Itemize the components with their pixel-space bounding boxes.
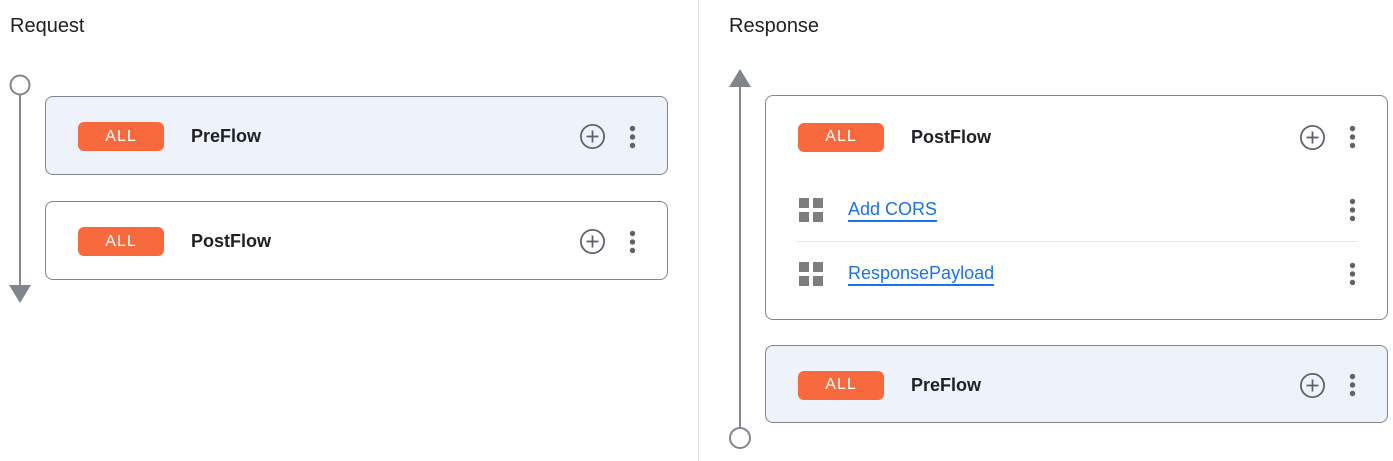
more-vert-icon	[1349, 373, 1355, 397]
response-timeline-arrow-up-icon	[729, 69, 751, 449]
flow-title: PreFlow	[911, 374, 982, 395]
request-preflow-card[interactable]: ALL PreFlow	[45, 96, 668, 175]
policy-row: ResponsePayload	[766, 242, 1387, 305]
add-policy-button[interactable]	[577, 122, 607, 152]
flow-title: PreFlow	[191, 126, 262, 146]
panel-divider	[698, 0, 699, 461]
more-vert-icon	[1349, 262, 1355, 285]
card-menu-button[interactable]	[625, 227, 639, 257]
add-policy-button[interactable]	[1297, 370, 1327, 400]
policy-link-add-cors[interactable]: Add CORS	[848, 199, 938, 219]
more-vert-icon	[1349, 198, 1355, 221]
card-menu-button[interactable]	[1345, 122, 1359, 152]
plus-circle-icon	[579, 123, 605, 150]
card-header: ALL PreFlow	[46, 97, 667, 176]
condition-all-badge: ALL	[798, 122, 884, 152]
card-header: ALL PostFlow	[46, 202, 667, 281]
more-vert-icon	[629, 125, 635, 148]
policy-row-divider	[796, 241, 1357, 242]
add-policy-button[interactable]	[577, 227, 607, 257]
add-policy-button[interactable]	[1297, 122, 1327, 152]
request-postflow-card[interactable]: ALL PostFlow	[45, 201, 668, 280]
card-header: ALL PreFlow	[766, 346, 1387, 424]
plus-circle-icon	[579, 228, 605, 255]
policy-menu-button[interactable]	[1345, 195, 1359, 225]
card-header: ALL PostFlow	[766, 96, 1387, 178]
condition-all-badge: ALL	[798, 370, 884, 400]
response-preflow-card[interactable]: ALL PreFlow	[765, 345, 1388, 423]
request-timeline-arrow-down-icon	[9, 74, 31, 303]
plus-circle-icon	[1299, 372, 1325, 398]
card-menu-button[interactable]	[1345, 370, 1359, 400]
response-postflow-card[interactable]: ALL PostFlow	[765, 95, 1388, 320]
flow-title: PostFlow	[911, 126, 991, 147]
more-vert-icon	[1349, 125, 1355, 149]
policy-row: Add CORS	[766, 178, 1387, 241]
policy-link-response-payload[interactable]: ResponsePayload	[848, 263, 995, 283]
condition-all-badge: ALL	[78, 227, 164, 256]
policy-menu-button[interactable]	[1345, 259, 1359, 289]
flow-title: PostFlow	[191, 231, 271, 251]
card-menu-button[interactable]	[625, 122, 639, 152]
response-panel-title: Response	[729, 15, 820, 37]
condition-all-badge: ALL	[78, 122, 164, 151]
policy-grid-icon	[799, 261, 823, 286]
request-panel-title: Request	[10, 15, 85, 37]
more-vert-icon	[629, 230, 635, 253]
plus-circle-icon	[1299, 124, 1325, 150]
policy-grid-icon	[799, 197, 823, 222]
